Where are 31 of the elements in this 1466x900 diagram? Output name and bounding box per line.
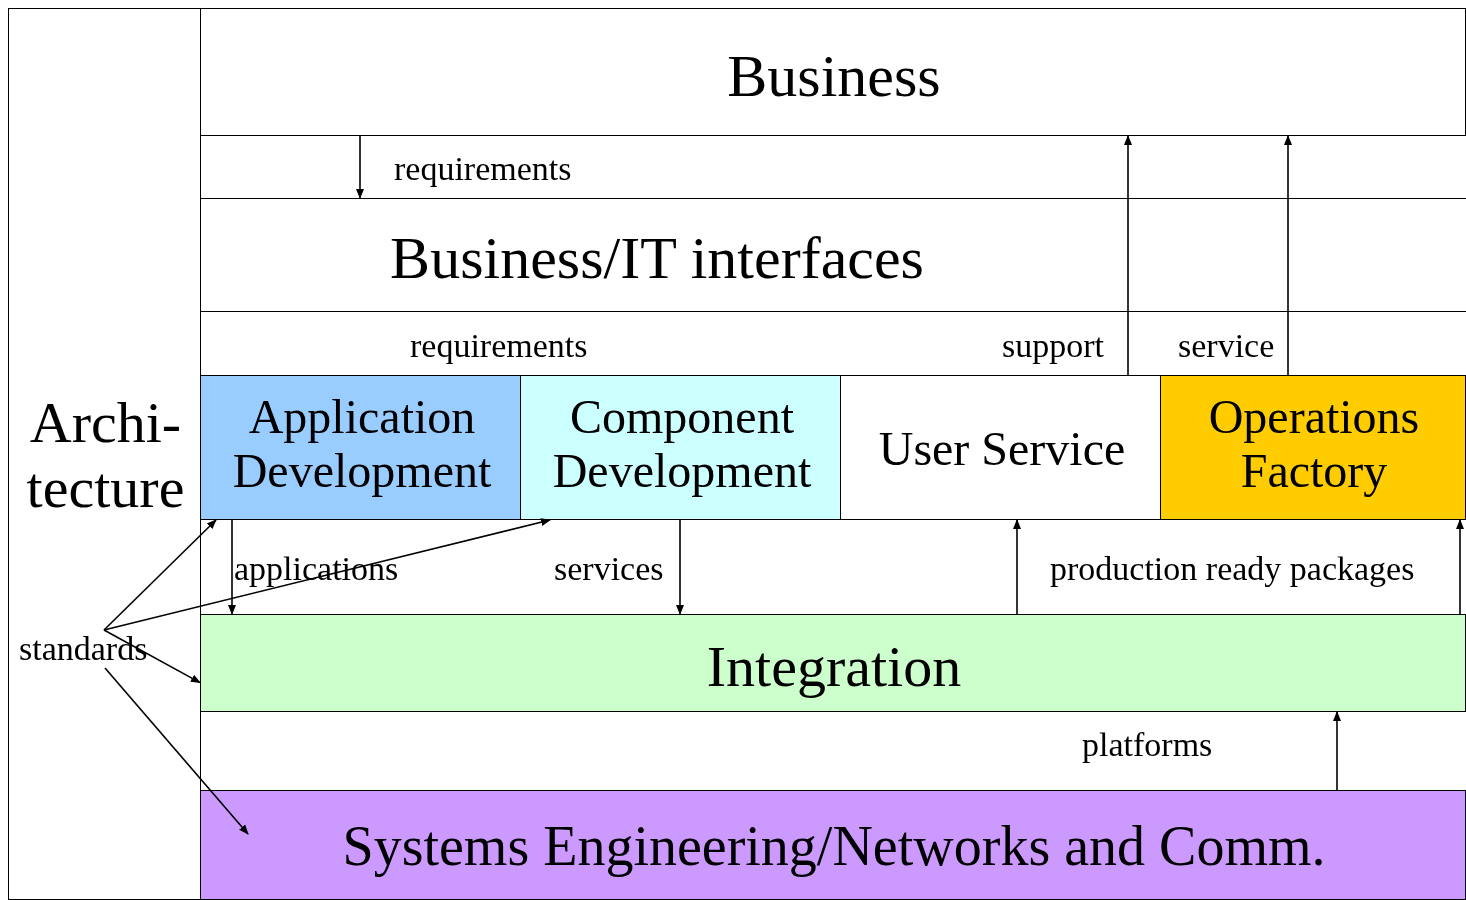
node-title: Component Development <box>551 390 813 498</box>
node-title: User Service <box>877 422 1127 476</box>
standards-label: standards <box>19 631 169 669</box>
column-panel <box>8 8 201 900</box>
arrow <box>1284 135 1292 376</box>
node-title: Operations Factory <box>1207 390 1421 498</box>
arrow <box>103 519 217 631</box>
arrow <box>228 519 236 615</box>
process-box <box>520 375 842 520</box>
arrow <box>676 519 684 615</box>
arrow <box>103 518 551 631</box>
arrow <box>103 629 201 684</box>
layer-band <box>200 198 1112 312</box>
node-title: Integration <box>705 635 963 700</box>
node-title: Archi- tecture <box>25 391 186 521</box>
process-box <box>200 375 522 520</box>
arrow <box>1013 519 1021 615</box>
process-box <box>1160 375 1466 520</box>
process-box <box>840 375 1162 520</box>
arrow <box>1456 519 1464 615</box>
node-title: Business <box>726 43 942 111</box>
layer-band <box>200 790 1466 900</box>
layer-band <box>200 614 1466 712</box>
arrow <box>1124 135 1132 376</box>
arrow <box>356 135 364 199</box>
arrow <box>1333 711 1341 791</box>
node-title: Business/IT interfaces <box>389 225 925 293</box>
layer-band <box>200 8 1466 136</box>
arrow <box>104 667 249 835</box>
node-title: Systems Engineering/Networks and Comm. <box>341 815 1327 878</box>
node-title: Application Development <box>231 390 493 498</box>
